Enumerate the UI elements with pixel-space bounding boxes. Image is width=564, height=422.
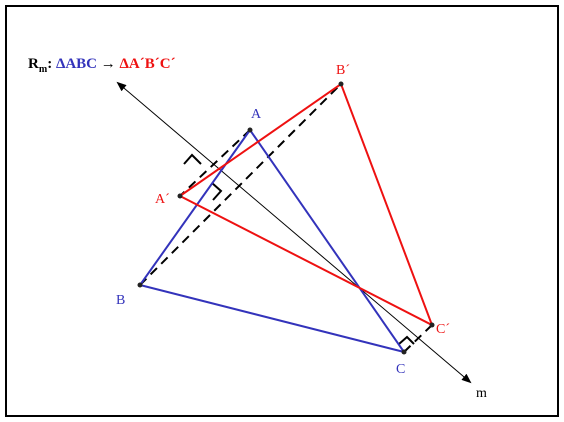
connector-a	[179, 129, 251, 197]
vertex-c-prime	[429, 322, 435, 328]
vertex-a	[247, 127, 253, 133]
label-m: m	[476, 386, 487, 401]
right-angle-marker-c	[398, 335, 415, 345]
triangle-abc	[138, 128, 407, 354]
label-b-prime: B´	[336, 63, 350, 78]
triangle-a-prime-b-prime-c-prime	[178, 82, 434, 328]
title-original-triangle: ΔABC	[56, 56, 97, 72]
vertex-c	[401, 349, 407, 355]
label-c-prime: C´	[436, 322, 450, 337]
label-c: C	[396, 362, 405, 377]
title-r: R	[28, 56, 39, 72]
title: Rm: ΔABC → ΔA´B´C´	[28, 56, 176, 75]
vertex-a-prime	[177, 193, 183, 199]
title-arrow: →	[97, 56, 120, 72]
vertex-b	[137, 282, 143, 288]
vertex-b-prime	[338, 81, 344, 87]
slide-frame	[5, 5, 559, 417]
title-subscript: m	[39, 64, 48, 75]
title-colon: :	[47, 56, 56, 72]
connector-c	[403, 324, 433, 353]
label-a: A	[251, 107, 262, 122]
label-a-prime: A´	[155, 192, 170, 207]
right-angle-marker-b	[211, 182, 223, 201]
connector-b	[139, 83, 342, 286]
mirror-line-m	[116, 81, 472, 384]
title-image-triangle: ΔA´B´C´	[120, 56, 176, 72]
right-angle-marker-a	[183, 153, 202, 165]
label-b: B	[116, 293, 125, 308]
